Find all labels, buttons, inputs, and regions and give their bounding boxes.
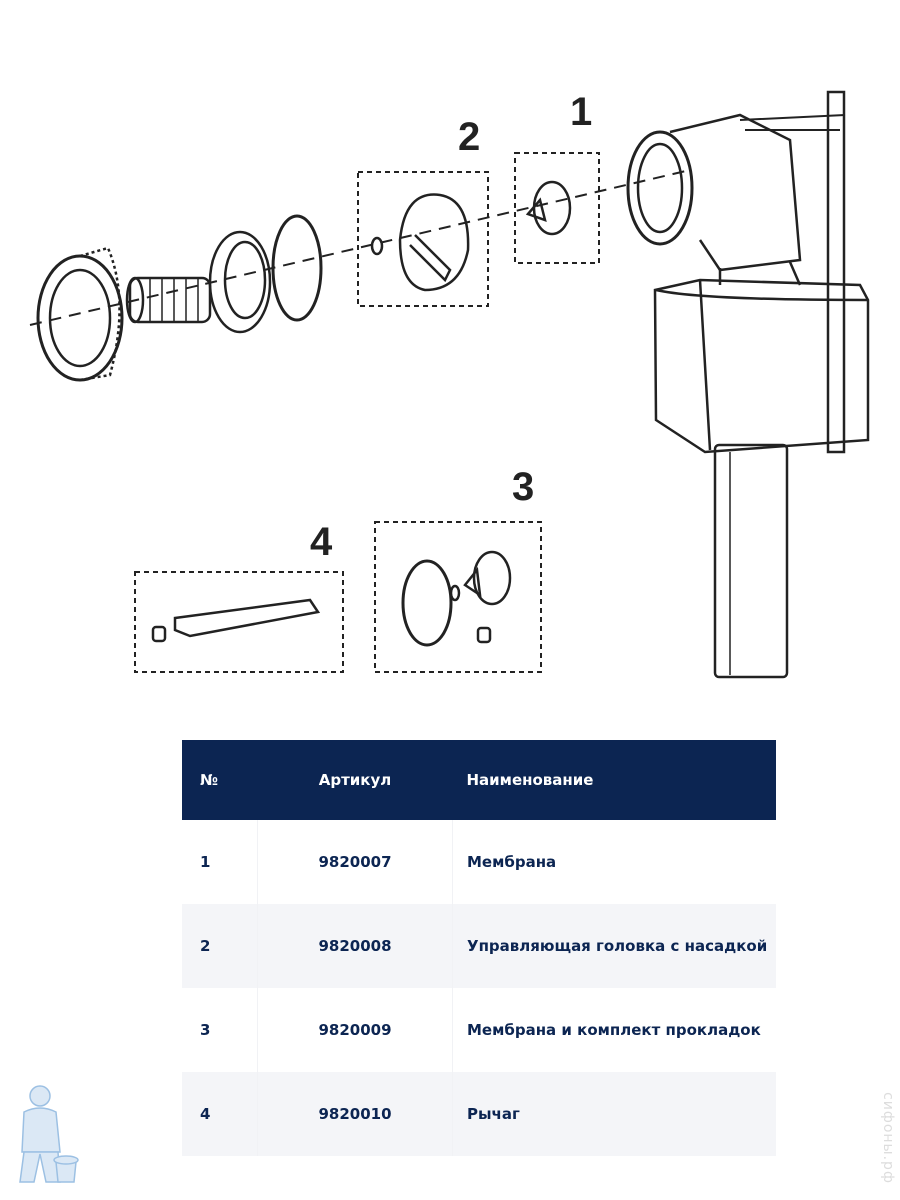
kit-4-box xyxy=(134,571,344,673)
assembly-axis xyxy=(29,169,691,326)
table-row: 2 9820008 Управляющая головка с насадкой xyxy=(182,904,776,988)
callout-4: 4 xyxy=(310,520,333,564)
callout-1: 1 xyxy=(570,90,592,134)
row-article: 9820010 xyxy=(257,1072,453,1156)
table-row: 3 9820009 Мембрана и комплект прокладок xyxy=(182,988,776,1072)
row-article: 9820008 xyxy=(257,904,453,988)
table-header: № Артикул Наименование xyxy=(182,740,776,820)
callout-3: 3 xyxy=(512,465,534,509)
kit-3-box xyxy=(374,521,542,673)
row-number: 1 xyxy=(200,853,211,871)
row-number: 2 xyxy=(182,904,258,988)
row-name: Управляющая головка с насадкой xyxy=(452,904,776,988)
parts-table: № Артикул Наименование 1 9820007 Мембран… xyxy=(182,740,776,1156)
threaded-shank xyxy=(125,230,272,334)
row-number: 3 xyxy=(200,1021,211,1039)
row-name: Мембрана xyxy=(452,820,776,904)
plumber-mascot-logo xyxy=(19,1085,79,1183)
header-number: № xyxy=(182,740,258,820)
exploded-parts-diagram: 1 2 3 4 xyxy=(29,90,870,679)
o-ring xyxy=(271,214,323,322)
callout-2: 2 xyxy=(458,115,480,159)
row-name: Мембрана и комплект прокладок xyxy=(452,988,776,1072)
row-article: 9820007 xyxy=(257,820,453,904)
kit-1-box xyxy=(514,152,600,264)
table-row: 4 9820010 Рычаг xyxy=(182,1072,776,1156)
row-name: Рычаг xyxy=(452,1072,776,1156)
kit-2-box xyxy=(357,171,489,307)
table-row: 1 9820007 Мембрана xyxy=(182,820,776,904)
row-article: 9820009 xyxy=(257,988,453,1072)
row-number: 4 xyxy=(182,1072,258,1156)
header-name: Наименование xyxy=(452,740,776,820)
knurled-nut xyxy=(36,246,124,382)
header-article: Артикул xyxy=(257,740,453,820)
watermark: сифоны.рф xyxy=(879,1092,896,1184)
valve-body xyxy=(626,90,870,679)
